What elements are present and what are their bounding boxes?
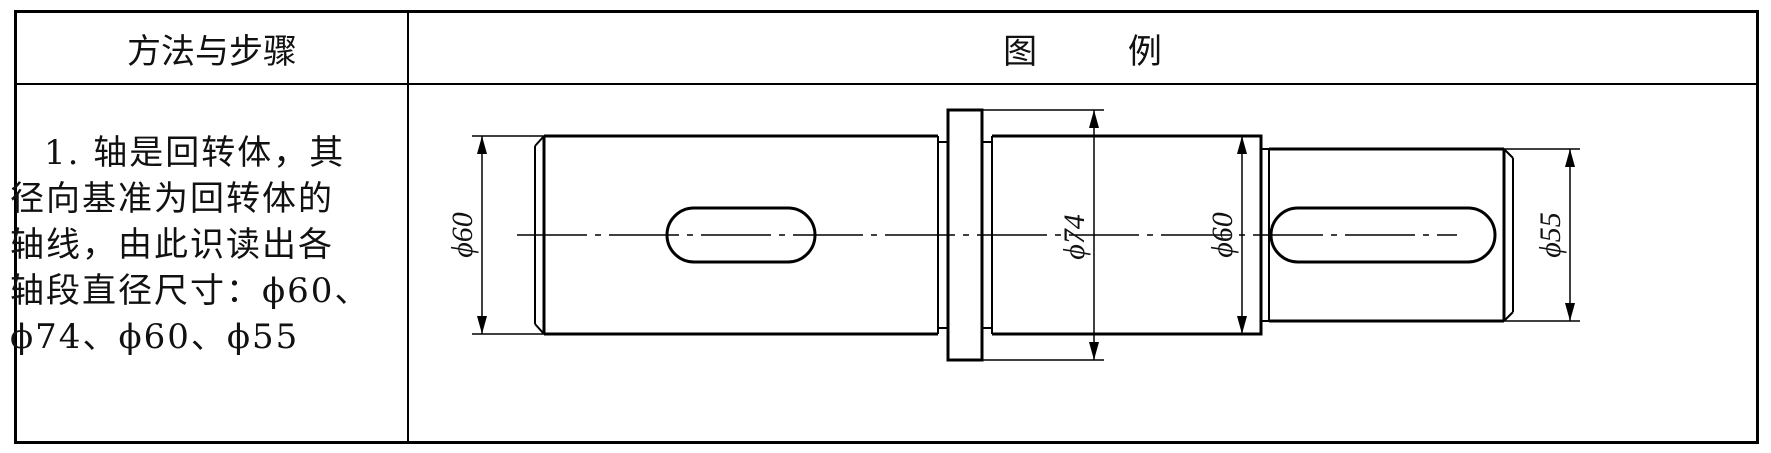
method-line: 轴线，由此识读出各 bbox=[10, 225, 334, 265]
keyway-left bbox=[665, 206, 817, 264]
method-line: 径向基准为回转体的 bbox=[10, 179, 334, 219]
shaft-segment-right bbox=[1269, 147, 1514, 323]
method-line: ϕ74、ϕ60、ϕ55 bbox=[10, 317, 300, 357]
dimension-right bbox=[1504, 148, 1580, 322]
dimension-left bbox=[472, 135, 544, 335]
shaft-segment-left bbox=[534, 134, 939, 336]
dim-label-right: ϕ55 bbox=[1534, 212, 1567, 258]
shaft-drawing: ϕ60 ϕ74 ϕ60 ϕ55 bbox=[446, 108, 1580, 362]
method-header: 方法与步骤 bbox=[127, 31, 297, 72]
dim-label-middle: ϕ60 bbox=[1206, 212, 1239, 258]
method-table: 方法与步骤 图 例 bbox=[14, 10, 1759, 444]
dimension-collar bbox=[982, 109, 1104, 361]
shaft-collar bbox=[946, 108, 984, 362]
method-text: 1. 轴是回转体，其 径向基准为回转体的 轴线，由此识读出各 轴段直径尺寸：ϕ6… bbox=[10, 130, 380, 360]
method-line: 轴段直径尺寸：ϕ60、 bbox=[10, 271, 371, 311]
dim-label-collar: ϕ74 bbox=[1058, 214, 1091, 260]
figure-header: 图 例 bbox=[1003, 31, 1202, 72]
keyway-right bbox=[1269, 206, 1497, 264]
shaft-segment-middle bbox=[991, 134, 1263, 336]
method-line: 1. 轴是回转体，其 bbox=[44, 133, 346, 173]
dim-label-left: ϕ60 bbox=[446, 212, 479, 258]
column-divider bbox=[407, 13, 409, 441]
header-divider bbox=[17, 83, 1756, 85]
